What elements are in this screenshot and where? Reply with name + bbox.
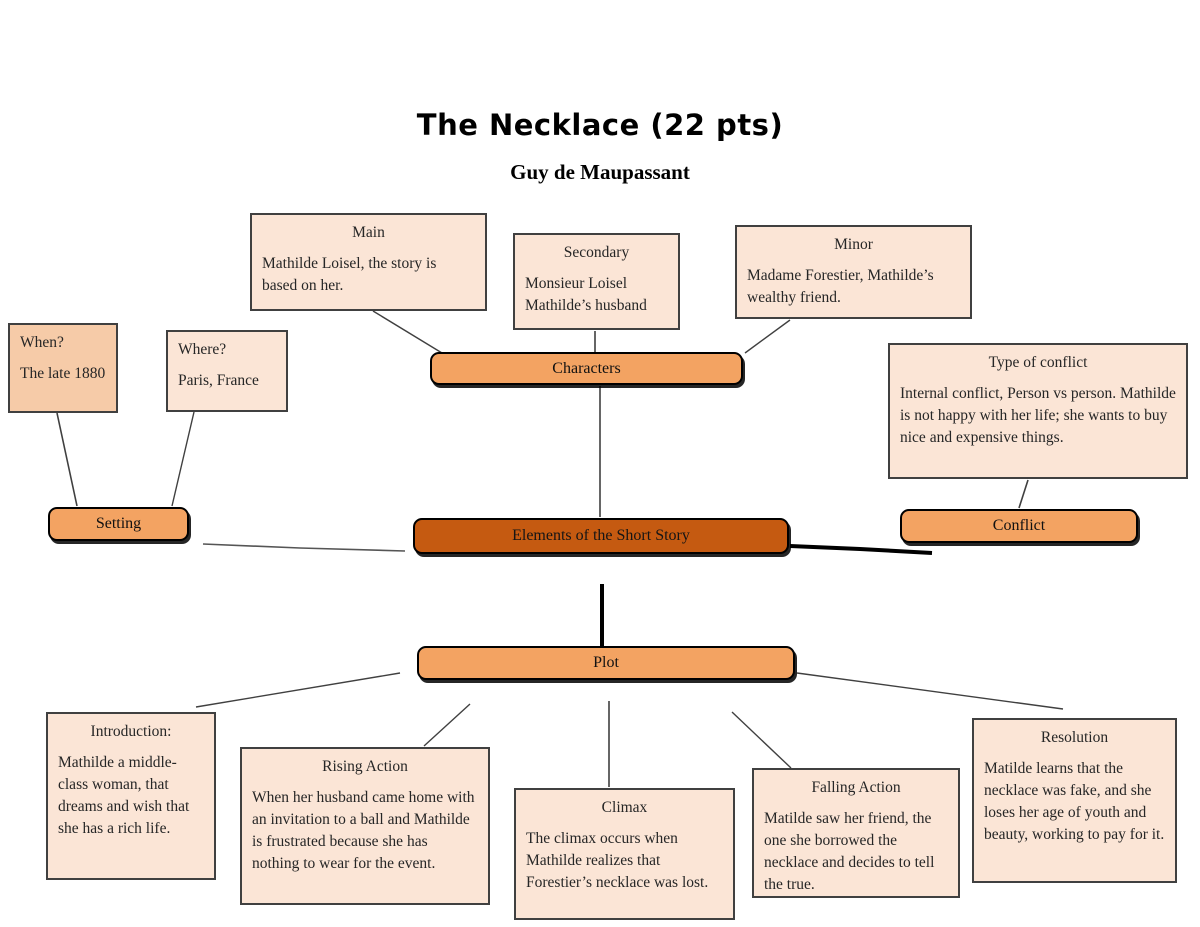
box-climax-title: Climax: [601, 799, 648, 816]
connector-typeofconflict-conflict: [1018, 479, 1029, 509]
box-rising-action-body: When her husband came home with an invit…: [252, 789, 475, 872]
node-plot: Plot: [417, 646, 795, 680]
box-secondary-title: Secondary: [563, 244, 630, 261]
node-conflict: Conflict: [900, 509, 1138, 543]
box-introduction: Introduction: Mathilde a middle-class wo…: [46, 712, 216, 880]
box-introduction-title: Introduction:: [90, 723, 172, 740]
box-main-title: Main: [352, 224, 385, 241]
box-type-of-conflict-body: Internal conflict, Person vs person. Mat…: [900, 385, 1176, 446]
box-resolution: Resolution Matilde learns that the neckl…: [972, 718, 1177, 883]
connector-plot-rising: [423, 703, 471, 747]
box-falling-action-body: Matilde saw her friend, the one she borr…: [764, 810, 935, 893]
box-minor-character: Minor Madame Forestier, Mathilde’s wealt…: [735, 225, 972, 319]
box-introduction-body: Mathilde a middle-class woman, that drea…: [58, 754, 190, 837]
connector-when-setting: [56, 412, 78, 507]
node-setting: Setting: [48, 507, 189, 541]
connector-main-characters: [372, 310, 443, 354]
page-title: The Necklace (22 pts): [416, 108, 784, 142]
box-resolution-body: Matilde learns that the necklace was fak…: [984, 760, 1165, 843]
box-climax-body: The climax occurs when Mathilde realizes…: [526, 830, 709, 891]
page-subtitle: Guy de Maupassant: [510, 160, 690, 184]
box-falling-action-title: Falling Action: [811, 779, 901, 796]
box-climax: Climax The climax occurs when Mathilde r…: [514, 788, 735, 920]
box-secondary-character: Secondary Monsieur Loisel Mathilde’s hus…: [513, 233, 680, 330]
connector-minor-characters: [744, 319, 791, 354]
node-elements-of-short-story: Elements of the Short Story: [413, 518, 789, 554]
node-plot-label: Plot: [593, 654, 619, 671]
node-setting-label: Setting: [95, 515, 142, 532]
box-resolution-title: Resolution: [1040, 729, 1109, 746]
connector-plot-resolution: [796, 672, 1064, 710]
connector-elements-conflict: [789, 544, 933, 555]
node-conflict-label: Conflict: [992, 517, 1046, 534]
box-when-body: The late 1880: [20, 365, 106, 382]
box-minor-body: Madame Forestier, Mathilde’s wealthy fri…: [747, 267, 934, 306]
box-secondary-body: Monsieur Loisel Mathilde’s husband: [525, 275, 647, 314]
node-elements-label: Elements of the Short Story: [512, 527, 690, 544]
box-rising-action: Rising Action When her husband came home…: [240, 747, 490, 905]
box-when-title: When?: [20, 334, 64, 351]
box-where: Where? Paris, France: [166, 330, 288, 412]
node-characters: Characters: [430, 352, 743, 385]
box-where-title: Where?: [178, 341, 227, 358]
box-main-character: Main Mathilde Loisel, the story is based…: [250, 213, 487, 311]
box-type-of-conflict-title: Type of conflict: [988, 354, 1088, 371]
connector-where-setting: [171, 411, 195, 507]
box-rising-action-title: Rising Action: [322, 758, 408, 775]
connector-setting-elements: [202, 543, 406, 552]
box-where-body: Paris, France: [178, 372, 259, 389]
box-main-body: Mathilde Loisel, the story is based on h…: [262, 255, 437, 294]
connector-plot-introduction: [195, 672, 401, 708]
box-when: When? The late 1880: [8, 323, 118, 413]
connector-plot-falling: [731, 711, 792, 769]
box-type-of-conflict: Type of conflict Internal conflict, Pers…: [888, 343, 1188, 479]
node-characters-label: Characters: [552, 359, 621, 377]
box-minor-title: Minor: [834, 236, 873, 253]
box-falling-action: Falling Action Matilde saw her friend, t…: [752, 768, 960, 898]
